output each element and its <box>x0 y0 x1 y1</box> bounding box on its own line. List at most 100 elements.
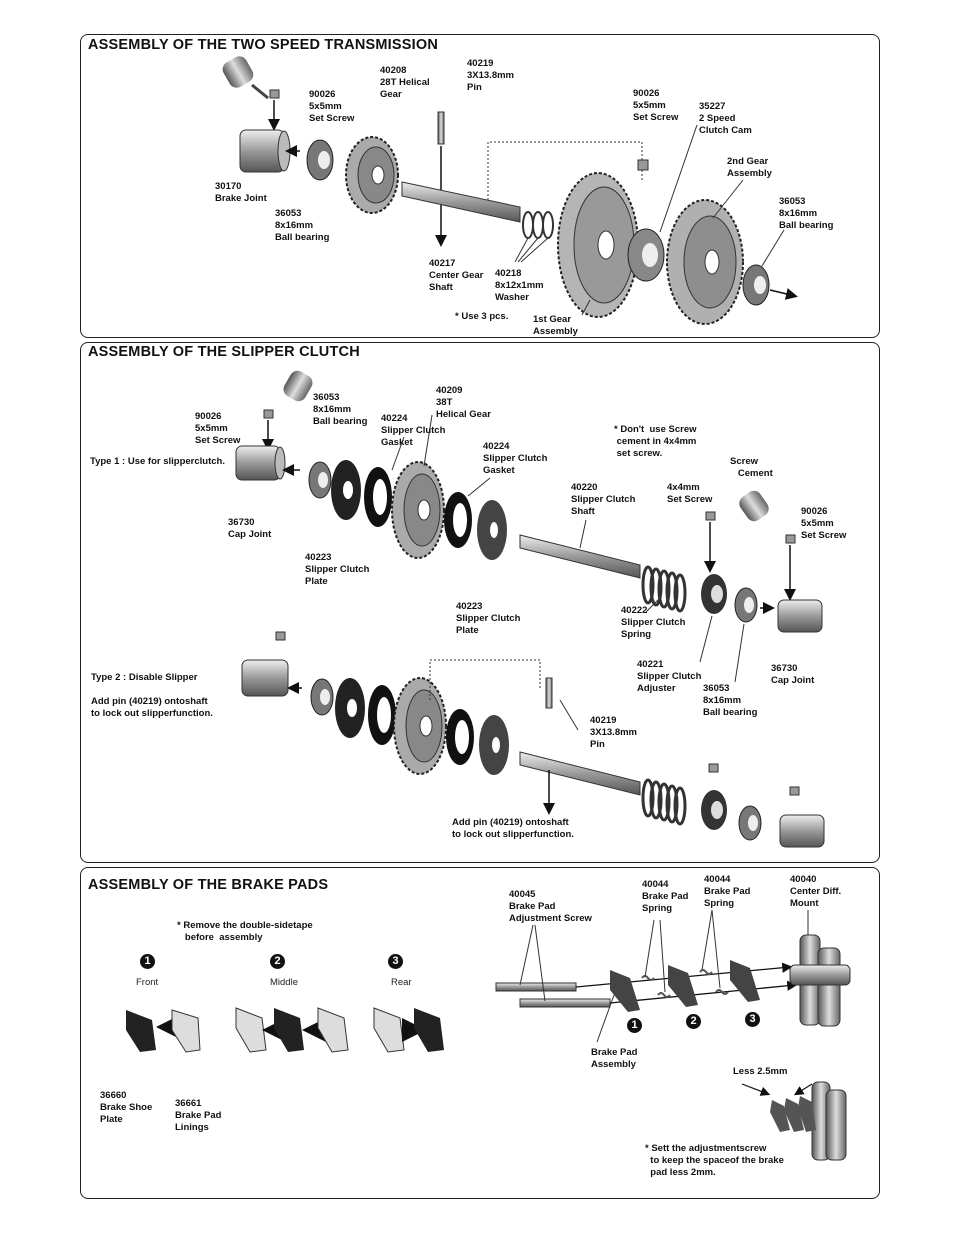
slipper-clutch-gasket-icon <box>364 467 392 527</box>
second-gear-assembly-icon <box>666 199 744 325</box>
label-clutch-cam: 35227 2 Speed Clutch Cam <box>699 101 752 136</box>
label-screw-cement: Screw Cement <box>730 456 773 479</box>
label-pad-linings: 36661 Brake Pad Linings <box>175 1098 222 1133</box>
slipper-clutch-shaft-icon <box>519 534 641 579</box>
label-brake-joint: 30170 Brake Joint <box>215 181 267 204</box>
label-cap-joint-left: 36730 Cap Joint <box>228 517 272 540</box>
slipper-clutch-plate-icon <box>331 460 361 520</box>
cap-joint-icon <box>779 814 825 848</box>
label-set-screw-a: 90026 5x5mm Set Screw <box>309 89 355 124</box>
label-use-note: * Use 3 pcs. <box>455 311 509 322</box>
label-helical-38t: 40209 38T Helical Gear <box>436 385 491 420</box>
step-number-3: 3 <box>388 954 403 969</box>
adjustment-screw-icon <box>495 982 611 1008</box>
set-screw-icon <box>263 409 274 419</box>
set-screw-icon <box>275 631 286 641</box>
cement-bottle-icon <box>222 56 269 100</box>
pin-icon <box>545 677 553 709</box>
label-middle: Middle <box>270 977 298 988</box>
set-screw-icon <box>269 89 280 99</box>
ball-bearing-icon <box>738 805 762 841</box>
label-gasket-b: 40224 Slipper Clutch Gasket <box>483 441 548 476</box>
slipper-clutch-gasket-icon <box>446 709 474 765</box>
label-remove-tape: * Remove the double-sidetape before asse… <box>177 920 313 943</box>
helical-gear-38t-icon <box>393 677 447 775</box>
helical-gear-28t-icon <box>345 136 399 214</box>
label-mount: 40040 Center Diff. Mount <box>790 874 842 909</box>
label-adj-screw: 40045 Brake Pad Adjustment Screw <box>509 889 592 924</box>
label-bearing-right: 36053 8x16mm Ball bearing <box>703 683 758 718</box>
helical-gear-38t-icon <box>391 461 445 559</box>
center-diff-mount-icon <box>789 934 851 1027</box>
label-type1: Type 1 : Use for slipperclutch. <box>90 456 225 467</box>
label-first-gear: 1st Gear Assembly <box>533 314 578 337</box>
cap-joint-icon <box>241 659 289 697</box>
label-center-shaft: 40217 Center Gear Shaft <box>429 258 484 293</box>
set-screw-icon <box>705 511 716 521</box>
label-plate-b: 40223 Slipper Clutch Plate <box>456 601 521 636</box>
slipper-clutch-plate-icon <box>479 715 509 775</box>
label-set-screw-left: 90026 5x5mm Set Screw <box>195 411 241 446</box>
ball-bearing-icon <box>306 139 334 181</box>
ball-bearing-icon <box>742 264 770 306</box>
label-adjuster: 40221 Slipper Clutch Adjuster <box>637 659 702 694</box>
ball-bearing-icon <box>310 678 334 716</box>
step-number-2: 2 <box>270 954 285 969</box>
label-dont-use: * Don't use Screw cement in 4x4mm set sc… <box>614 424 697 459</box>
center-gear-shaft-icon <box>401 181 521 223</box>
label-pad-assembly: Brake Pad Assembly <box>591 1047 638 1070</box>
label-gasket-a: 40224 Slipper Clutch Gasket <box>381 413 446 448</box>
brake-panel <box>80 867 880 1199</box>
label-bearing-b: 36053 8x16mm Ball bearing <box>779 196 834 231</box>
label-front: Front <box>136 977 159 988</box>
ball-bearing-icon <box>734 587 758 623</box>
set-screw-icon <box>708 763 719 773</box>
label-less: Less 2.5mm <box>733 1066 788 1077</box>
label-cap-joint-right: 36730 Cap Joint <box>771 663 815 686</box>
cement-bottle-icon <box>739 490 769 522</box>
ball-bearing-icon <box>308 461 332 499</box>
label-rear: Rear <box>391 977 412 988</box>
step-number-2-right: 2 <box>686 1014 701 1029</box>
clutch-cam-icon <box>627 228 665 282</box>
step-number-1-right: 1 <box>627 1018 642 1033</box>
label-spring: 40222 Slipper Clutch Spring <box>621 605 686 640</box>
slipper-clutch-adjuster-icon <box>701 574 727 614</box>
brake-title: ASSEMBLY OF THE BRAKE PADS <box>88 877 329 893</box>
set-screw-icon <box>789 786 800 796</box>
label-shoe-plate: 36660 Brake Shoe Plate <box>100 1090 153 1125</box>
label-pin-2: 40219 3X13.8mm Pin <box>590 715 638 750</box>
label-pin: 40219 3X13.8mm Pin <box>467 58 515 93</box>
label-bearing-top: 36053 8x16mm Ball bearing <box>313 392 368 427</box>
slipper-clutch-shaft-icon <box>519 751 641 796</box>
set-screw-icon <box>785 534 796 544</box>
first-gear-assembly-icon <box>557 172 639 318</box>
slipper-clutch-gasket-icon <box>368 685 396 745</box>
slipper-clutch-spring-icon <box>641 778 687 826</box>
pin-icon <box>437 111 445 145</box>
cap-joint-icon <box>235 445 286 481</box>
label-plate-a: 40223 Slipper Clutch Plate <box>305 552 370 587</box>
label-add-pin: Add pin (40219) ontoshaft to lock out sl… <box>452 817 574 840</box>
label-set-adjust: * Sett the adjustmentscrew to keep the s… <box>645 1143 784 1178</box>
label-second-gear: 2nd Gear Assembly <box>727 156 772 179</box>
slipper-clutch-plate-icon <box>477 500 507 560</box>
label-washer: 40218 8x12x1mm Washer <box>495 268 544 303</box>
label-bearing-a: 36053 8x16mm Ball bearing <box>275 208 330 243</box>
label-spring-b: 40044 Brake Pad Spring <box>704 874 751 909</box>
step-number-1: 1 <box>140 954 155 969</box>
label-set-screw-b: 90026 5x5mm Set Screw <box>633 88 679 123</box>
cement-bottle-icon <box>283 370 313 402</box>
slipper-clutch-adjuster-icon <box>701 790 727 830</box>
brake-pad-lining-icon <box>171 1009 201 1053</box>
step-number-3-right: 3 <box>745 1012 760 1027</box>
slipper-title: ASSEMBLY OF THE SLIPPER CLUTCH <box>88 344 360 360</box>
label-slipper-shaft: 40220 Slipper Clutch Shaft <box>571 482 636 517</box>
brake-joint-icon <box>239 129 291 173</box>
transmission-title: ASSEMBLY OF THE TWO SPEED TRANSMISSION <box>88 37 438 53</box>
slipper-clutch-plate-icon <box>335 678 365 738</box>
cap-joint-icon <box>777 599 823 633</box>
